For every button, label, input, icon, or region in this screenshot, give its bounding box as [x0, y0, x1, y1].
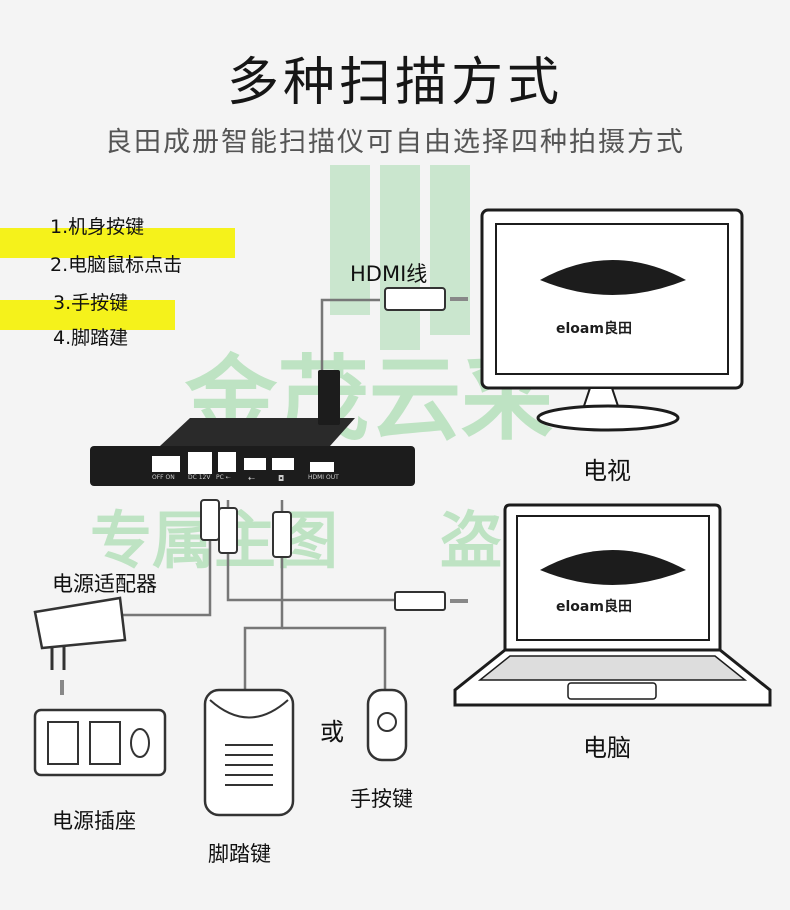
port-switch-label: OFF ON [152, 474, 175, 481]
laptop [453, 503, 772, 707]
tv-monitor [480, 208, 744, 432]
foot-pedal-label: 脚踏键 [208, 842, 271, 866]
hand-switch [366, 688, 408, 762]
adapter-label: 电源适配器 [52, 572, 157, 596]
hdmi-connector [384, 287, 446, 311]
method-item-4: 4.脚踏建 [53, 327, 129, 349]
method-item-3: 3.手按键 [53, 292, 129, 314]
page-subtitle: 良田成册智能扫描仪可自由选择四种拍摄方式 [105, 127, 685, 158]
or-label: 或 [320, 718, 344, 746]
usb-plug [272, 511, 292, 558]
scanner-device [90, 418, 415, 486]
pc-plug [218, 507, 238, 554]
port-usb-label: ⇠ [248, 474, 255, 483]
port-camera-label: ◘ [278, 474, 285, 483]
computer-label: 电脑 [583, 734, 631, 762]
laptop-brand-logo: eloam良田 [556, 599, 632, 615]
method-item-2: 2.电脑鼠标点击 [50, 254, 183, 276]
power-socket [33, 708, 167, 777]
hdmi-plug [318, 370, 340, 425]
page-title: 多种扫描方式 [226, 53, 563, 113]
power-adapter [33, 596, 127, 695]
port-dc-label: DC 12V [188, 474, 211, 481]
socket-label: 电源插座 [52, 809, 136, 833]
highlight-bar-1 [0, 228, 235, 258]
port-hdmi-label: HDMI OUT [308, 474, 339, 481]
usb-connector [394, 591, 446, 611]
port-pc-label: PC ⇠ [216, 474, 231, 481]
watermark-logo [330, 165, 470, 350]
tv-label: 电视 [583, 457, 631, 485]
hdmi-label: HDMI线 [350, 262, 428, 286]
cables [120, 298, 395, 690]
highlight-bar-2 [0, 300, 175, 330]
tv-brand-logo: eloam良田 [556, 321, 632, 337]
dc-plug [200, 499, 220, 541]
foot-pedal [203, 688, 295, 817]
method-item-1: 1.机身按键 [50, 216, 145, 238]
hand-switch-label: 手按键 [350, 787, 413, 811]
